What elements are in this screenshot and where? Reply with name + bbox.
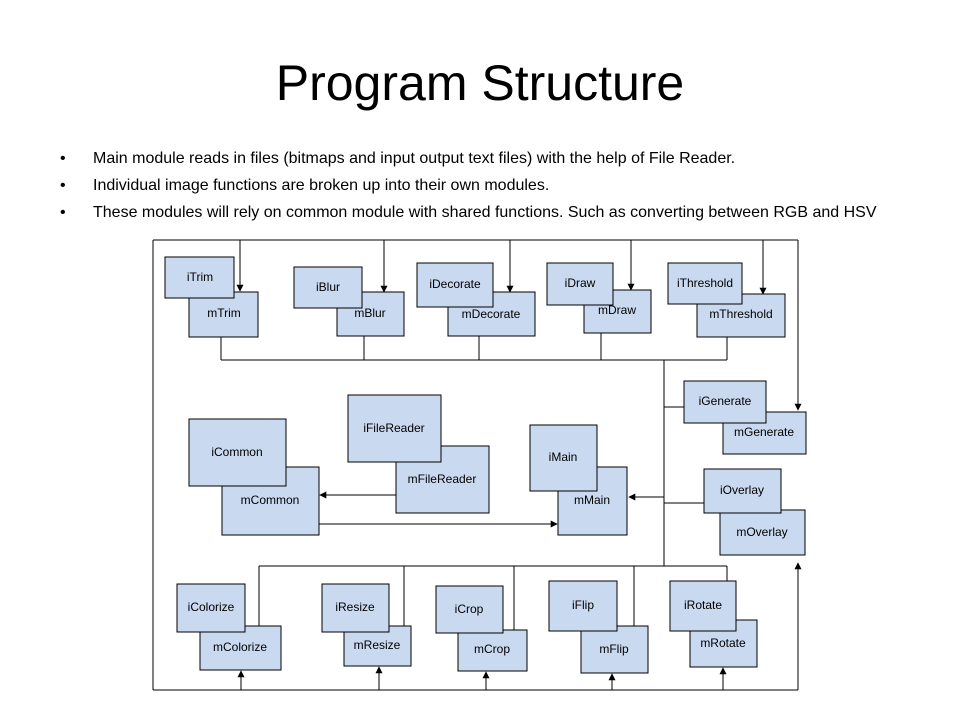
interface-label: iBlur — [316, 280, 340, 294]
interface-box-icommon: iCommon — [188, 418, 287, 487]
interface-box-ithreshold: iThreshold — [667, 262, 743, 305]
interface-box-igenerate: iGenerate — [683, 380, 767, 424]
interface-label: iCrop — [455, 602, 484, 616]
module-box-mgenerate: mGenerate — [722, 411, 807, 455]
slide-title: Program Structure — [275, 55, 685, 111]
module-box-moverlay: mOverlay — [719, 509, 806, 556]
interface-box-idecorate: iDecorate — [416, 262, 494, 308]
interface-box-idraw: iDraw — [546, 262, 614, 306]
bullet-item: • These modules will rely on common modul… — [60, 204, 900, 222]
interface-box-itrim: iTrim — [164, 256, 235, 299]
interface-label: iGenerate — [699, 394, 752, 408]
module-label: mThreshold — [709, 307, 772, 321]
interface-label: iMain — [549, 450, 578, 464]
bullet-dot: • — [60, 177, 66, 194]
interface-box-icrop: iCrop — [435, 585, 504, 634]
module-label: mResize — [354, 638, 401, 652]
module-label: mFlip — [599, 642, 629, 656]
module-label: mDraw — [598, 303, 636, 317]
module-label: mColorize — [213, 640, 267, 654]
interface-box-iflip: iFlip — [548, 580, 618, 632]
module-box-mflip: mFlip — [580, 625, 649, 674]
interface-box-imain: iMain — [529, 424, 598, 492]
module-label: mOverlay — [736, 525, 787, 539]
module-label: mCommon — [241, 493, 300, 507]
module-box-mcolorize: mColorize — [199, 625, 282, 671]
module-label: mCrop — [474, 642, 510, 656]
interface-label: iDecorate — [429, 277, 481, 291]
module-label: mRotate — [700, 636, 746, 650]
interface-box-iresize: iResize — [321, 583, 390, 633]
interface-label: iTrim — [187, 270, 213, 284]
module-label: mBlur — [354, 306, 385, 320]
bottom-arrows — [237, 666, 727, 690]
module-box-mresize: mResize — [343, 625, 412, 667]
bullet-item: • Main module reads in files (bitmaps and… — [60, 150, 900, 168]
interface-box-ifilereader: iFileReader — [347, 394, 442, 463]
bullet-text: These modules will rely on common module… — [93, 204, 877, 221]
module-box-mcrop: mCrop — [457, 629, 528, 672]
interface-label: iCommon — [211, 445, 262, 459]
interface-label: iOverlay — [720, 483, 764, 497]
interface-label: iDraw — [565, 276, 596, 290]
module-box-mtrim: mTrim — [188, 291, 259, 338]
top-bus — [220, 332, 728, 566]
module-label: mTrim — [207, 306, 241, 320]
module-label: mFileReader — [408, 472, 477, 486]
module-label: mMain — [574, 493, 610, 507]
interface-label: iThreshold — [677, 276, 733, 290]
bullet-list: • Main module reads in files (bitmaps and… — [60, 150, 900, 231]
bullet-dot: • — [60, 204, 66, 221]
interface-label: iResize — [335, 600, 375, 614]
interface-box-irotate: iRotate — [669, 580, 737, 632]
module-label: mGenerate — [734, 425, 794, 439]
top-arrows — [236, 240, 767, 295]
bullet-item: • Individual image functions are broken u… — [60, 177, 900, 195]
interface-label: iColorize — [188, 600, 235, 614]
interface-box-ioverlay: iOverlay — [703, 468, 782, 514]
interface-box-iblur: iBlur — [293, 266, 363, 309]
interface-box-icolorize: iColorize — [176, 583, 246, 633]
interface-label: iFlip — [572, 598, 594, 612]
interface-label: iFileReader — [363, 421, 424, 435]
bullet-dot: • — [60, 150, 66, 167]
bullet-text: Main module reads in files (bitmaps and … — [93, 150, 736, 167]
module-label: mDecorate — [462, 307, 521, 321]
interface-label: iRotate — [684, 598, 722, 612]
outer-frame — [152, 239, 802, 691]
bullet-text: Individual image functions are broken up… — [93, 177, 550, 194]
